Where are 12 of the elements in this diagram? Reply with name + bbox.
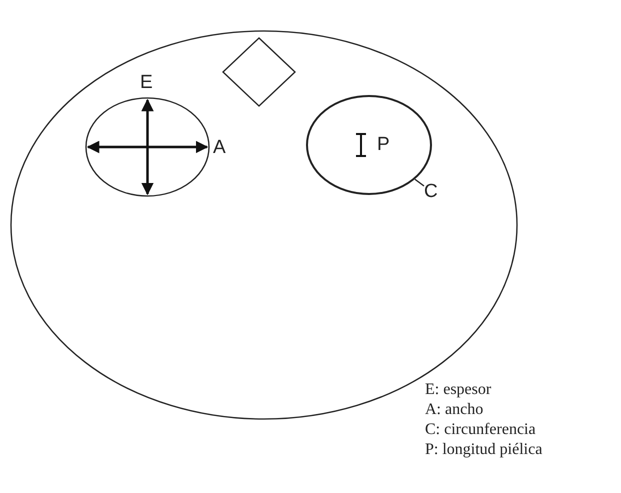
legend-entry: C: circunferencia bbox=[425, 421, 536, 439]
legend-entry: E: espesor bbox=[425, 381, 492, 399]
ellipse-outline bbox=[85, 97, 210, 197]
legend-entry: P: longitud piélica bbox=[425, 441, 542, 459]
measure-letter: P bbox=[377, 135, 390, 155]
callout-letter: C bbox=[424, 182, 440, 202]
legend-entry: A: ancho bbox=[425, 401, 484, 419]
measure-letter: E bbox=[140, 73, 153, 93]
diamond-shape bbox=[222, 37, 296, 107]
leader-line bbox=[414, 178, 424, 187]
ellipse-outline bbox=[10, 30, 518, 420]
measure-letter: A bbox=[213, 138, 226, 158]
